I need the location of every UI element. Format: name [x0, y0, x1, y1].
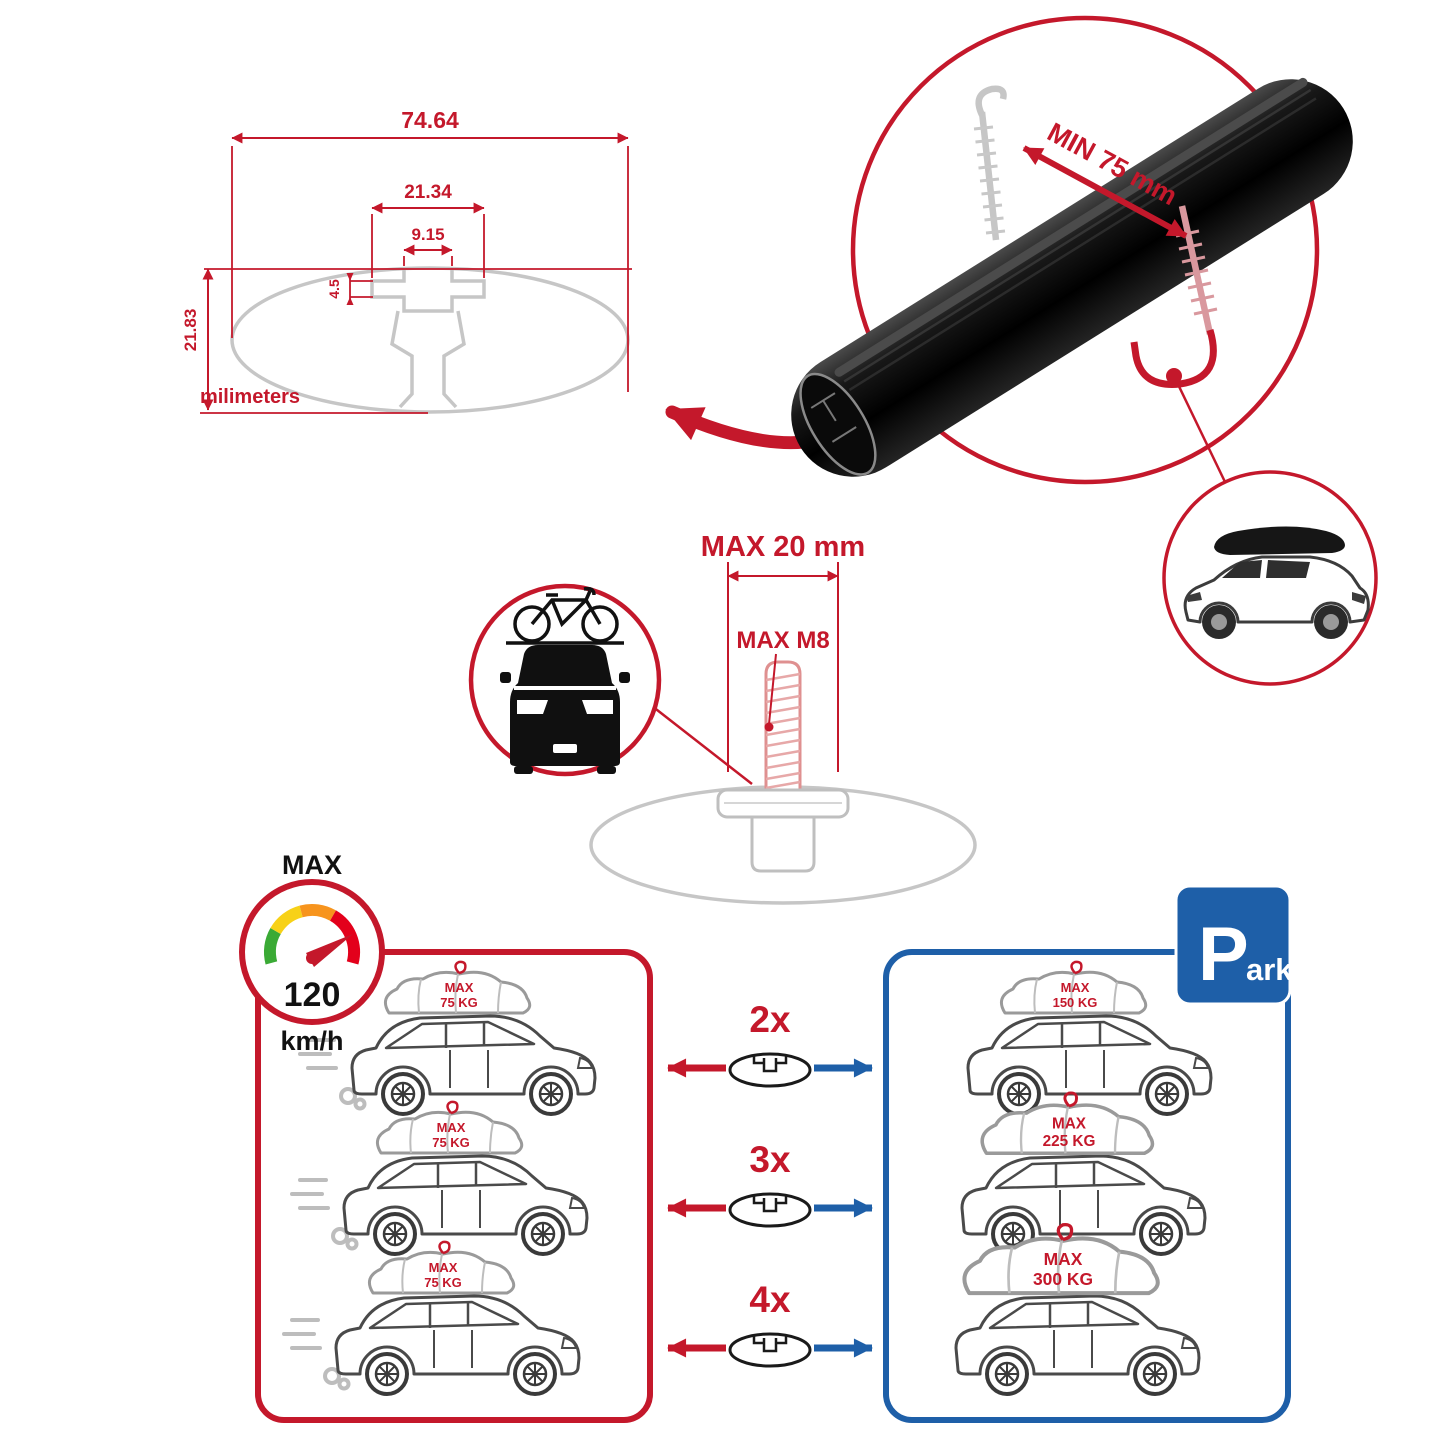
- load-max-label: MAX: [1044, 1249, 1083, 1269]
- bolt-detail-view: MAX 20 mm MAX M8: [468, 531, 977, 905]
- dimension-lines: [200, 132, 632, 414]
- usage-panels: MAX 75 KG MAX 75 KG MAX 75 KG MAX 150 KG: [239, 850, 1293, 1423]
- load-kg-label: 75 KG: [432, 1135, 470, 1150]
- parked-car-3-load: MAX 300 KG: [964, 1225, 1157, 1293]
- speedometer-icon: MAX 120 km/h: [239, 850, 385, 1056]
- load-max-label: MAX: [429, 1260, 458, 1275]
- parking-suffix: ark: [1246, 952, 1293, 987]
- gauge-arcs: [263, 903, 361, 965]
- crossbar-cross-section-icon: [728, 1332, 812, 1368]
- crossbar-cross-section-icon: [728, 1192, 812, 1228]
- car-front-body: [510, 645, 620, 766]
- roof-box: [1214, 526, 1345, 555]
- multiplier-label: 2x: [749, 999, 791, 1040]
- detail-circle: [850, 15, 1320, 485]
- units-label: milimeters: [200, 386, 300, 408]
- crossbar-cross-section-drawing: 74.64 21.34 9.15 4.5 21.83 milimeters: [181, 107, 632, 414]
- dim-slot-width-label: 9.15: [411, 225, 444, 244]
- multiplier-row-1: 2x: [667, 999, 873, 1088]
- load-kg-label: 75 KG: [424, 1275, 462, 1290]
- clamp-detail-view: MIN 75 mm: [791, 15, 1353, 485]
- headlight-right: [582, 700, 613, 714]
- threaded-bolt-icon: [764, 660, 802, 792]
- load-kg-label: 150 KG: [1053, 995, 1098, 1010]
- suv-with-roofbox-icon: [1162, 470, 1378, 686]
- dim-total-width-label: 74.64: [401, 107, 459, 133]
- load-max-label: MAX: [437, 1120, 466, 1135]
- dim-lip-height-label: 4.5: [326, 279, 342, 299]
- dim-total-height-label: 21.83: [181, 309, 200, 352]
- bolt-threads: [765, 672, 801, 790]
- multiplier-row-2: 3x: [667, 1139, 873, 1228]
- max-thread-label: MAX M8: [736, 627, 829, 654]
- crossbar-cross-section-icon: [728, 1052, 812, 1088]
- load-kg-label: 300 KG: [1033, 1269, 1093, 1289]
- bicycle-icon: [513, 586, 619, 643]
- crossbar-3d-bar: [791, 77, 1353, 477]
- load-kg-label: 225 KG: [1043, 1133, 1096, 1150]
- parking-sign-icon: P ark: [1174, 884, 1293, 1006]
- leader-dot: [764, 722, 774, 732]
- speed-units: km/h: [280, 1026, 343, 1056]
- speed-max-label: MAX: [282, 850, 342, 880]
- load-kg-label: 75 KG: [440, 995, 478, 1010]
- detail-connector-line: [1172, 375, 1228, 485]
- car-front-with-bike-icon: [468, 583, 662, 777]
- headlight-left: [517, 700, 548, 714]
- multiplier-row-3: 4x: [667, 1279, 873, 1368]
- driving-car-1-load: MAX 75 KG: [383, 960, 532, 1015]
- min-spacing-arrow: [1022, 145, 1188, 239]
- multiplier-label: 4x: [749, 1279, 791, 1320]
- bike-circle-connector: [651, 705, 753, 785]
- max-length-label: MAX 20 mm: [701, 531, 865, 563]
- multiplier-label: 3x: [749, 1139, 791, 1180]
- load-max-label: MAX: [1061, 980, 1090, 995]
- load-max-label: MAX: [1052, 1115, 1087, 1132]
- parking-letter: P: [1198, 912, 1249, 997]
- speed-value: 120: [284, 976, 341, 1014]
- driving-car-2-load: MAX 75 KG: [375, 1100, 524, 1155]
- parked-car-2-load: MAX 225 KG: [980, 1091, 1155, 1156]
- license-plate: [553, 744, 577, 753]
- load-max-label: MAX: [445, 980, 474, 995]
- dim-shoulder-width-label: 21.34: [404, 182, 452, 203]
- t-nut-stem: [750, 817, 816, 873]
- parked-car-1-load: MAX 150 KG: [999, 960, 1148, 1015]
- driving-car-3-load: MAX 75 KG: [367, 1240, 516, 1295]
